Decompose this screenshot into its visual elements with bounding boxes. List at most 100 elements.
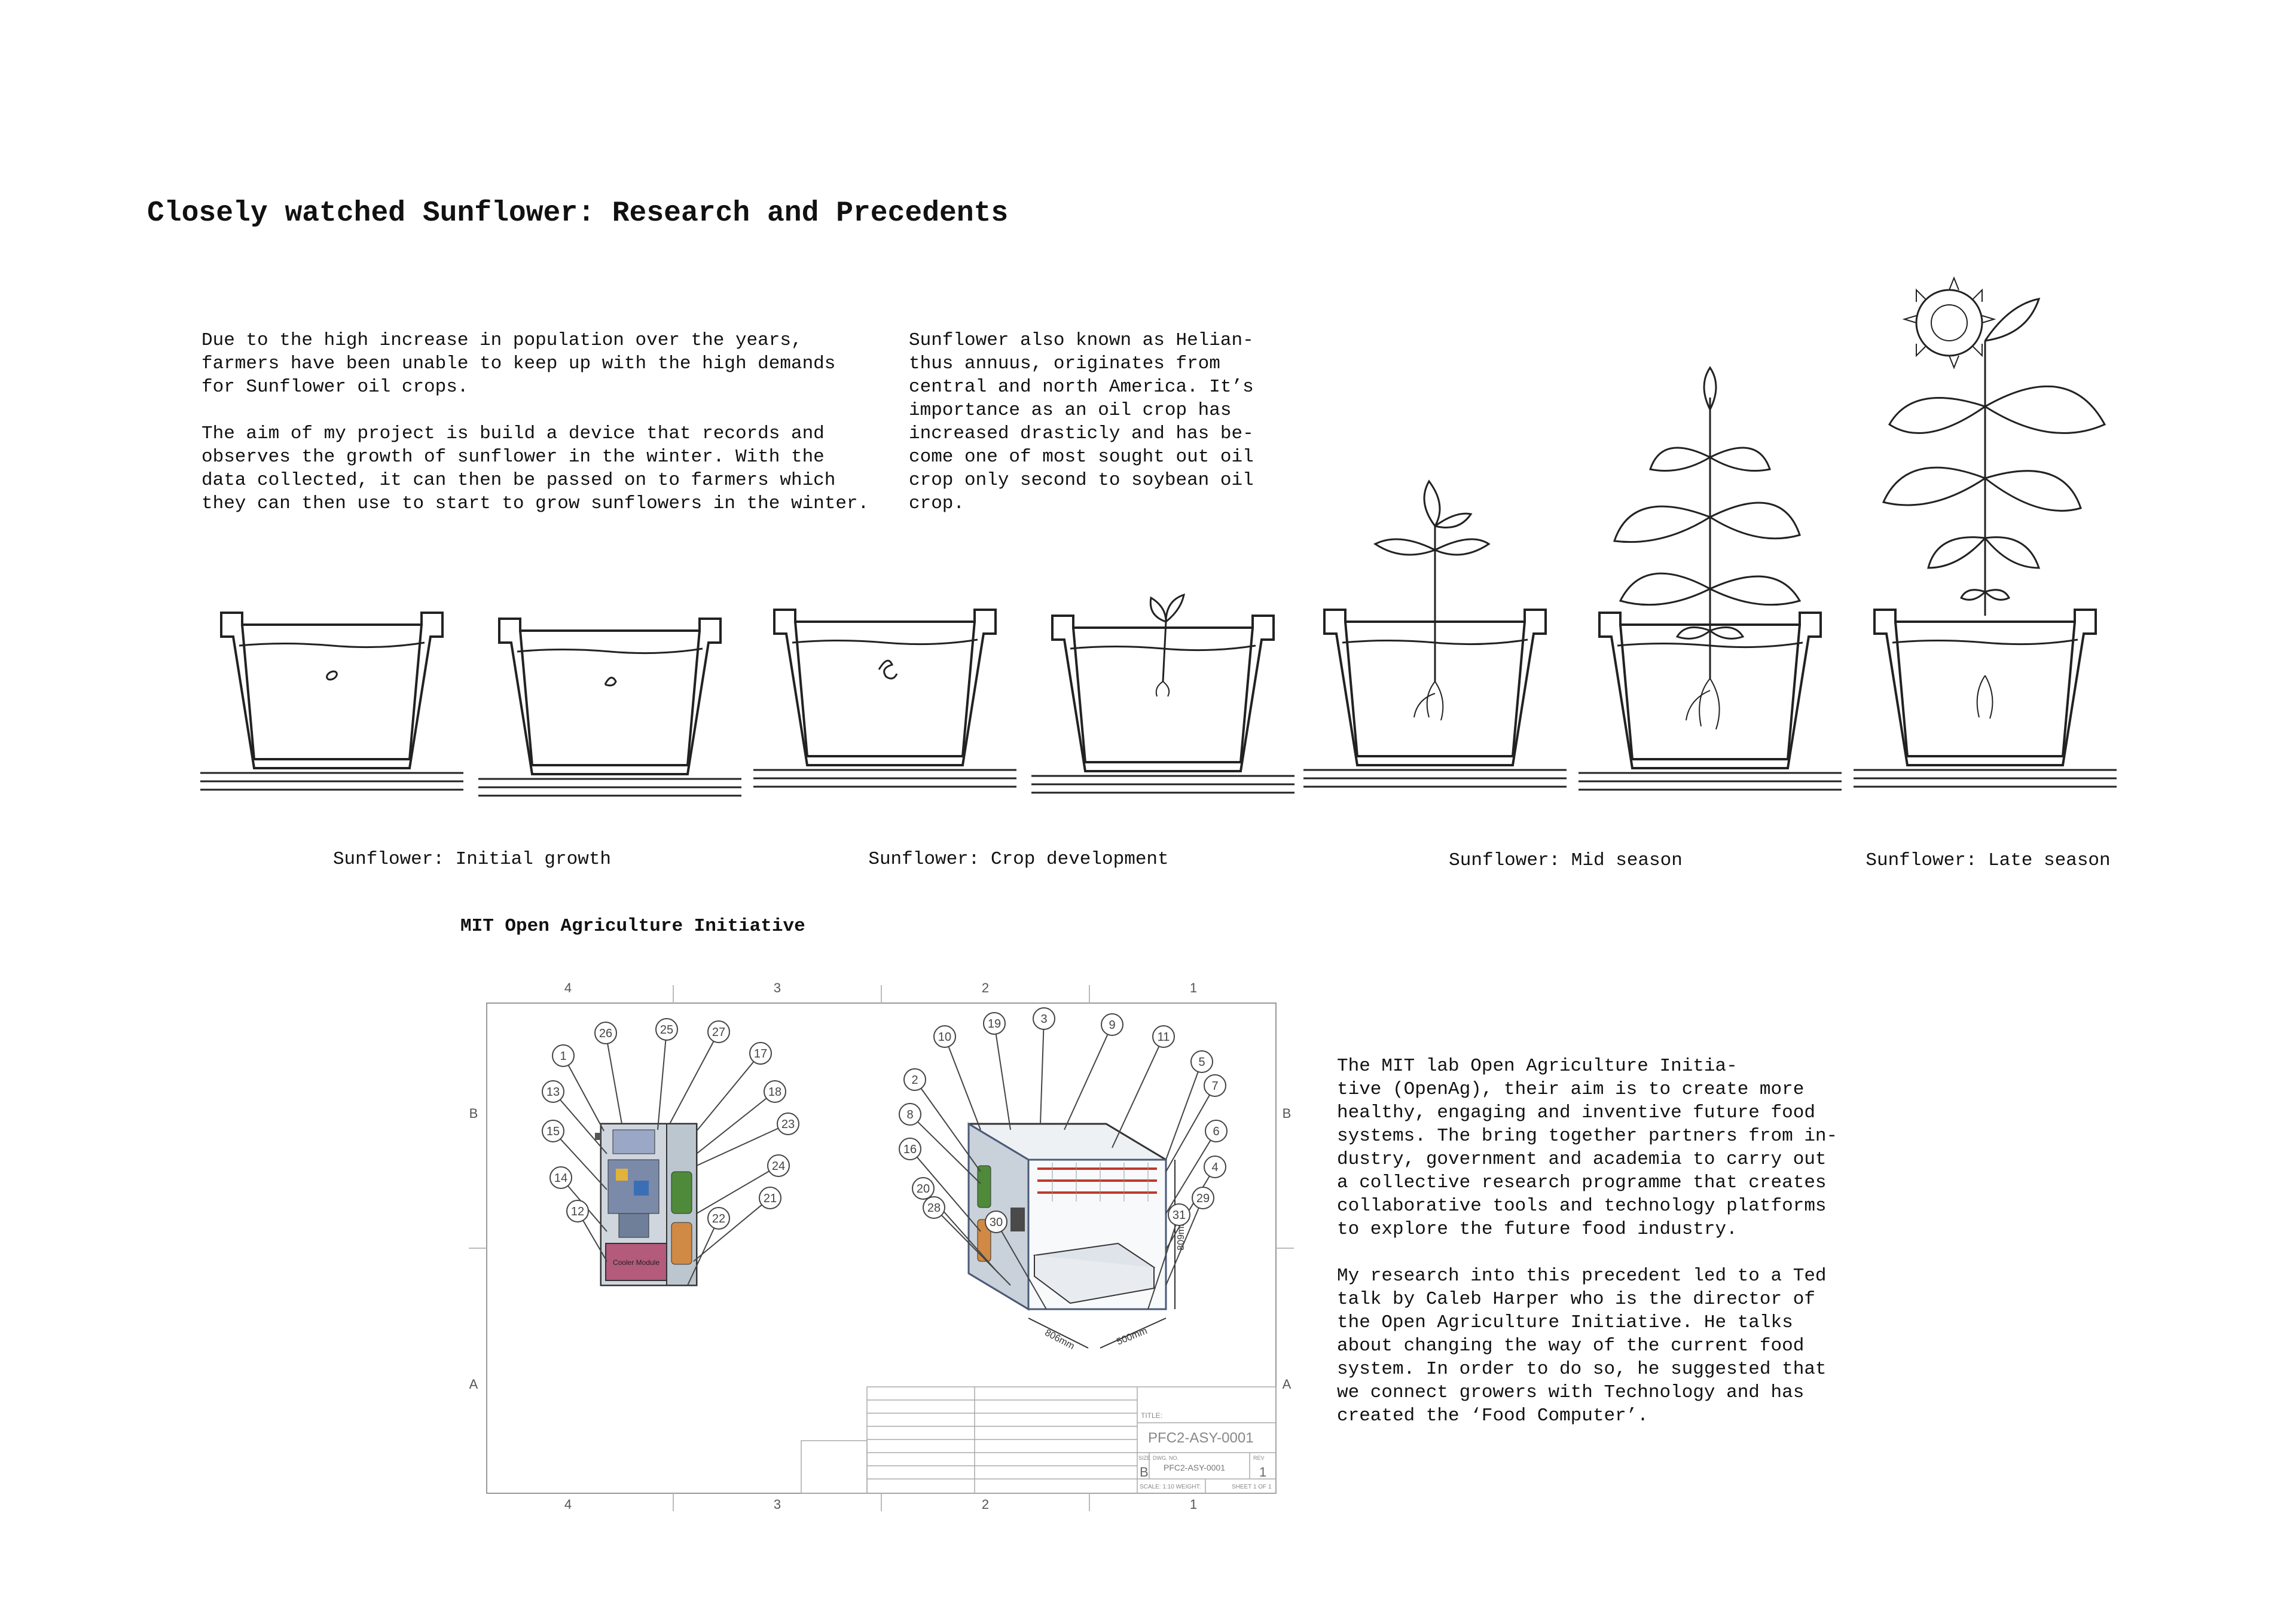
callout-leader [1064,1024,1113,1130]
callout-balloon [1168,1203,1190,1226]
callout-number: 8 [906,1108,913,1121]
callout-number: 11 [1158,1031,1170,1044]
callout-balloon [1152,1025,1175,1048]
callout-leader [1165,1197,1204,1286]
callout-leader [693,1197,771,1262]
callout-leader [552,1091,607,1154]
callout-balloon [923,1196,945,1219]
callout-leader [1165,1130,1217,1214]
callout-number: 26 [599,1027,612,1040]
callout-balloon [899,1103,921,1126]
callout-balloon [552,1044,575,1067]
row-letter-b-right: B [1283,1106,1292,1121]
callout-number: 31 [1173,1209,1186,1222]
callout-number: 25 [660,1023,673,1037]
callout-number: 17 [754,1047,767,1060]
callout-leader [552,1130,607,1190]
callout-number: 28 [927,1202,941,1215]
callout-leader [696,1165,779,1214]
col-number-4-bottom: 4 [564,1497,572,1512]
callout-balloon [903,1068,926,1091]
row-letter-a-left: A [469,1377,478,1392]
callout-number: 19 [988,1017,1001,1031]
callout-leader [696,1123,789,1166]
callout-leader [1040,1018,1045,1124]
dimension-width: 806mm [1043,1328,1076,1352]
sheet-text: SHEET 1 OF 1 [1232,1484,1272,1490]
callout-balloon [767,1154,790,1177]
callout-number: 30 [990,1216,1003,1229]
callout-leader [933,1207,1011,1286]
callout-number: 9 [1109,1019,1115,1032]
col-number-4-top: 4 [564,980,572,995]
callout-balloon [594,1022,617,1044]
callout-leader [687,1218,719,1286]
callout-number: 13 [546,1086,560,1099]
callout-leader [994,1023,1011,1130]
callout-number: 20 [917,1182,930,1196]
callout-number: 5 [1198,1056,1205,1069]
pot-3 [752,609,1018,788]
callout-balloon [1033,1007,1055,1030]
callout-leader [657,1029,667,1130]
callout-balloon [542,1080,564,1103]
callout-leader [909,1148,981,1232]
dwg-no-label: DWG. NO. [1153,1455,1178,1461]
callout-balloon [566,1200,589,1222]
callout-number: 29 [1196,1192,1210,1205]
intro-paragraph-1: Due to the high increase in population o… [201,330,869,514]
callout-leader [944,1036,981,1130]
callout-balloon [542,1120,564,1142]
callout-balloon [1205,1120,1228,1142]
callout-leader [996,1221,1047,1310]
title-label: TITLE: [1141,1411,1162,1420]
callout-leader [914,1079,981,1172]
drawing-number-small: PFC2-ASY-0001 [1164,1463,1225,1472]
callout-balloon [1192,1187,1214,1209]
callout-number: 3 [1040,1013,1047,1026]
mit-description: The MIT lab Open Agriculture Initia- tiv… [1337,1056,1838,1426]
callout-number: 18 [768,1086,781,1099]
callout-balloon [983,1012,1006,1035]
stage-label-mid-season: Sunflower: Mid season [1449,850,1683,871]
col-number-1-top: 1 [1190,980,1197,995]
stage-label-late-season: Sunflower: Late season [1866,850,2111,871]
callout-balloon [1204,1156,1226,1178]
size-value: B [1140,1465,1149,1480]
col-number-1-bottom: 1 [1190,1497,1197,1512]
row-letter-a-right: A [1283,1377,1292,1392]
food-computer-assembly-drawing: 4 3 2 1 4 3 2 1 B B A A Cooler Module 26… [469,980,1294,1512]
cooler-module-label: Cooler Module [613,1258,660,1267]
callout-number: 15 [546,1125,560,1138]
callout-balloon [749,1042,772,1065]
callout-leader [563,1055,604,1132]
callout-leader [1165,1085,1216,1172]
callout-number: 27 [712,1026,725,1039]
col-number-3-bottom: 3 [774,1497,781,1512]
callout-number: 21 [764,1192,777,1205]
callout-leader [1147,1214,1180,1310]
callout-leader [1165,1166,1216,1250]
callout-number: 7 [1211,1080,1218,1093]
dimension-depth: 500mm [1115,1326,1149,1347]
callout-leader [1165,1061,1202,1160]
pot-6 [1577,366,1843,791]
pot-5 [1302,479,1568,788]
callout-number: 10 [938,1031,951,1044]
callout-balloon [549,1166,572,1189]
callout-balloon [933,1025,956,1048]
callout-balloon [777,1112,799,1135]
mit-section-title: MIT Open Agriculture Initiative [460,916,805,937]
stage-label-crop-development: Sunflower: Crop development [868,849,1169,870]
intro-paragraph-2: Sunflower also known as Helian- thus ann… [909,330,1254,514]
size-label: SIZE [1138,1455,1150,1461]
callout-leader [696,1091,775,1154]
callout-number: 16 [903,1143,917,1156]
callout-balloon [1101,1013,1123,1036]
pot-4 [1030,593,1296,794]
rev-label: REV [1253,1455,1265,1461]
front-view: Cooler Module [595,1123,698,1286]
rev-value: 1 [1259,1465,1266,1480]
